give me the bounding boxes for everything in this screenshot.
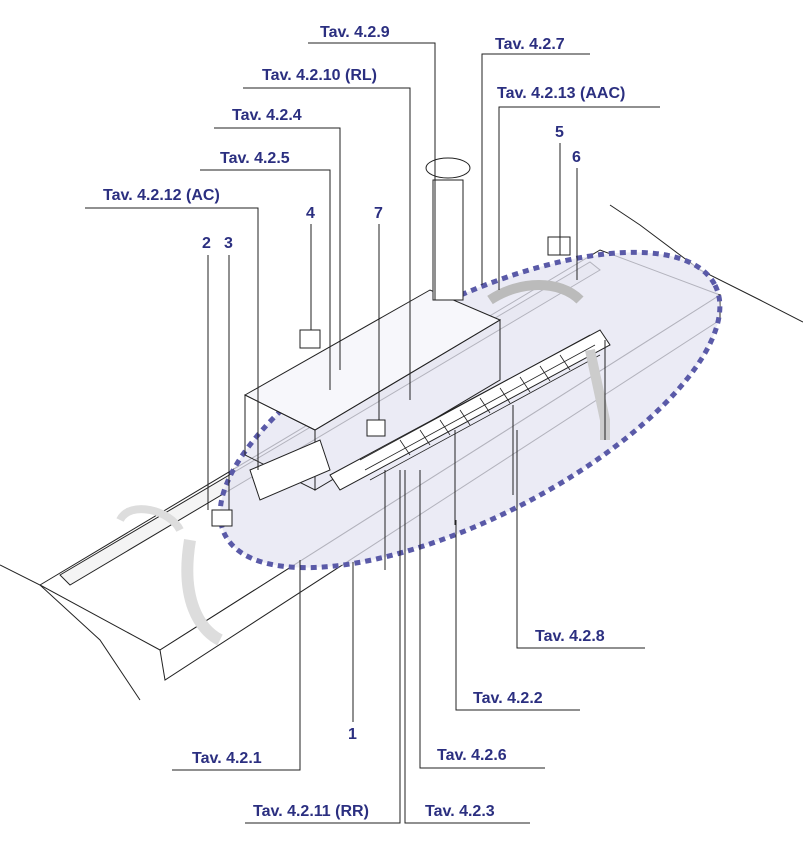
label-num-7: 7 [374, 205, 383, 222]
leader-lines [85, 42, 660, 824]
label-num-2: 2 [202, 235, 211, 252]
label-tav-4-2-10: Tav. 4.2.10 (RL) [262, 67, 377, 84]
label-num-5: 5 [555, 124, 564, 141]
label-num-6: 6 [572, 149, 581, 166]
label-tav-4-2-13: Tav. 4.2.13 (AAC) [497, 85, 626, 102]
label-tav-4-2-6: Tav. 4.2.6 [437, 747, 507, 764]
label-tav-4-2-5: Tav. 4.2.5 [220, 150, 290, 167]
label-tav-4-2-3: Tav. 4.2.3 [425, 803, 495, 820]
label-tav-4-2-4: Tav. 4.2.4 [232, 107, 302, 124]
label-tav-4-2-2: Tav. 4.2.2 [473, 690, 543, 707]
label-tav-4-2-7: Tav. 4.2.7 [495, 36, 565, 53]
label-tav-4-2-1: Tav. 4.2.1 [192, 750, 262, 767]
label-tav-4-2-12: Tav. 4.2.12 (AC) [103, 187, 220, 204]
label-tav-4-2-11: Tav. 4.2.11 (RR) [253, 803, 369, 820]
label-num-4: 4 [306, 205, 315, 222]
label-num-1: 1 [348, 726, 357, 743]
label-num-3: 3 [224, 235, 233, 252]
label-tav-4-2-9: Tav. 4.2.9 [320, 24, 390, 41]
equipment [116, 157, 611, 646]
label-tav-4-2-8: Tav. 4.2.8 [535, 628, 605, 645]
